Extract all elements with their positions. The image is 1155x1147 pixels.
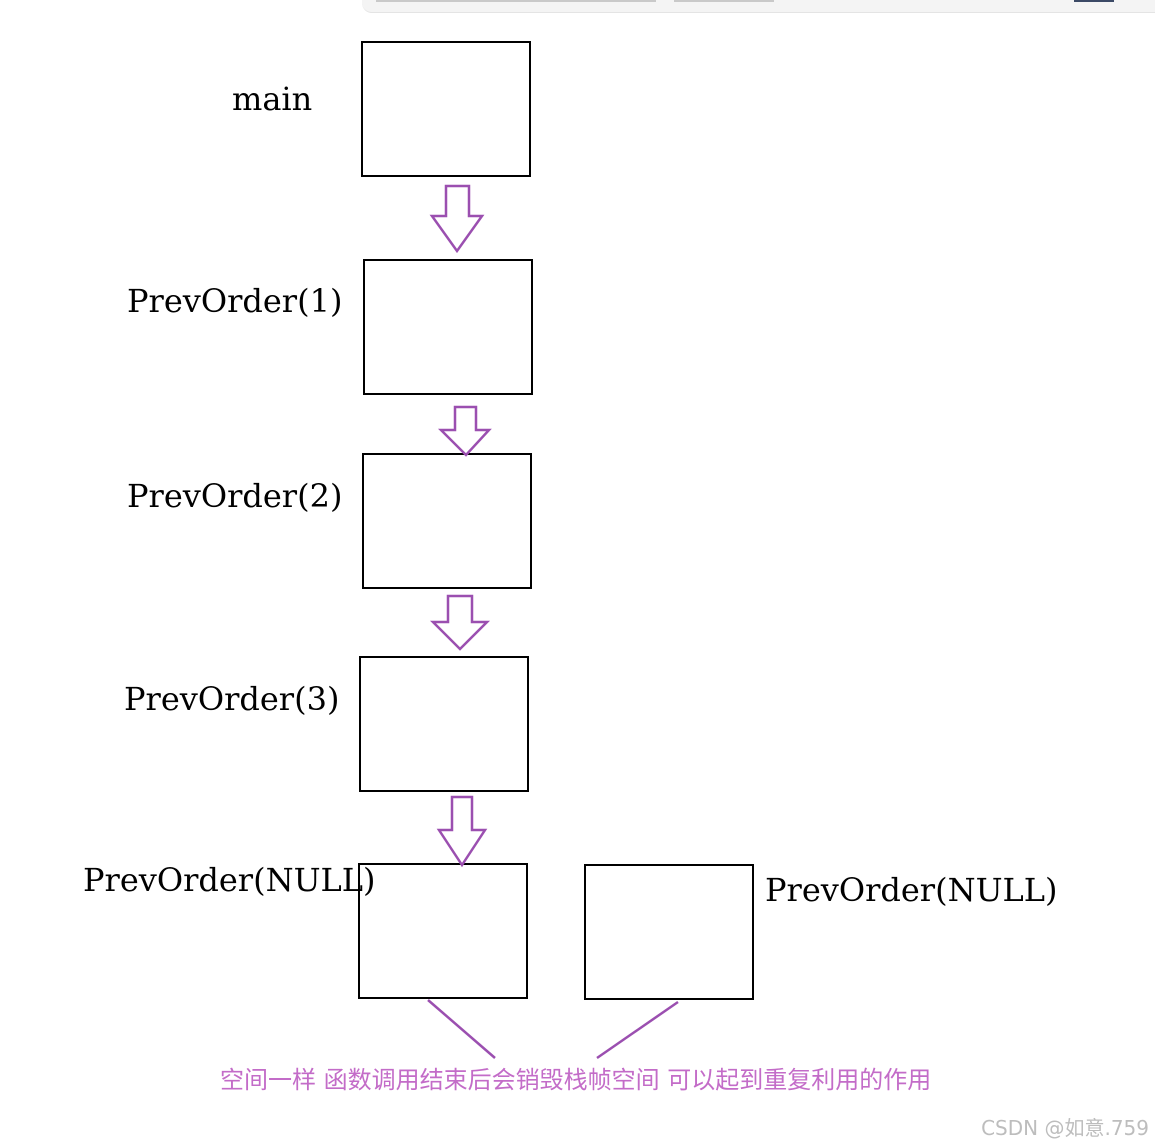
frame-label-main: main	[232, 80, 313, 118]
frame-box-prevorder-3	[359, 656, 529, 792]
watermark-text: CSDN @如意.759	[981, 1116, 1149, 1140]
frame-box-main	[361, 41, 531, 177]
connector-line-left	[427, 999, 496, 1059]
frame-box-prevorder-null-right	[584, 864, 754, 1000]
frame-label-prevorder-null-right: PrevOrder(NULL)	[765, 871, 1058, 909]
window-top-edge	[362, 0, 1155, 13]
frame-label-prevorder-3: PrevOrder(3)	[124, 680, 340, 718]
frame-label-prevorder-2: PrevOrder(2)	[127, 477, 343, 515]
frame-box-prevorder-null-left	[358, 863, 528, 999]
annotation-note: 空间一样 函数调用结束后会销毁栈帧空间 可以起到重复利用的作用	[220, 1066, 932, 1094]
down-arrow-1	[429, 184, 485, 254]
frame-box-prevorder-2	[362, 453, 532, 589]
connector-line-right	[596, 1000, 679, 1060]
down-arrow-2	[437, 405, 492, 457]
down-arrow-3	[429, 594, 491, 651]
frame-label-prevorder-1: PrevOrder(1)	[127, 282, 343, 320]
frame-label-prevorder-null-left: PrevOrder(NULL)	[83, 861, 376, 899]
frame-box-prevorder-1	[363, 259, 533, 395]
down-arrow-4	[436, 795, 488, 868]
